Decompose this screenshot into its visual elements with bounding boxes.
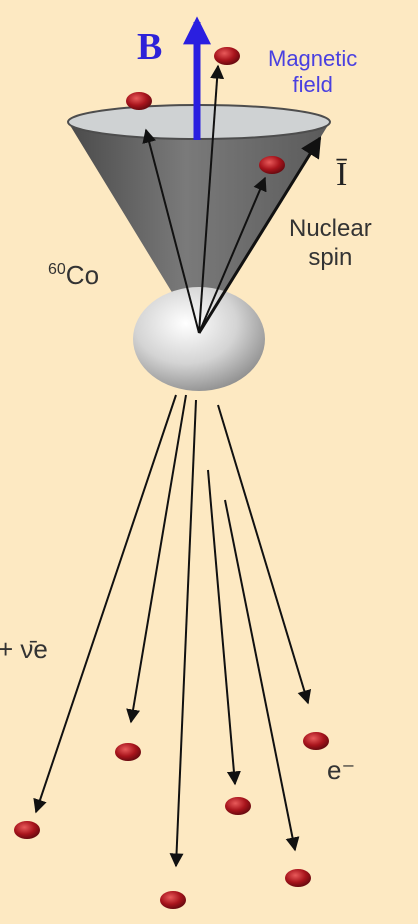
spin-cone [68, 122, 330, 335]
spin-arrow [142, 128, 200, 334]
precessing-particle [259, 156, 285, 174]
emitted-particle [285, 869, 311, 887]
spin-arrow [198, 64, 225, 334]
precessing-particle [126, 92, 152, 110]
spin-symbol: Ī [336, 156, 348, 193]
emitted-particle [115, 743, 141, 761]
emission-arrow [207, 469, 241, 786]
emitted-particle [160, 891, 186, 909]
emission-arrow [224, 499, 300, 852]
emission-arrow [217, 404, 312, 705]
magnetic-field-symbol: B [137, 26, 163, 68]
mass-number: 60 [48, 261, 66, 278]
cobalt-nucleus [133, 287, 265, 391]
spin-arrow [198, 176, 267, 334]
element-symbol: Co [65, 260, 100, 290]
precessing-particle [214, 47, 240, 65]
nuclear-spin-label-line: spin [308, 243, 353, 271]
nuclear-spin-arrow [197, 136, 322, 334]
emission-arrow [126, 394, 187, 724]
cobalt-60-label: 60Co [48, 260, 100, 290]
magnetic-field-label-line: field [292, 72, 333, 98]
magnetic-field-label-line: Magnetic [268, 46, 358, 71]
emission-arrow [169, 399, 197, 868]
emitted-particle [14, 821, 40, 839]
antineutrino-label: + ν̄e [0, 634, 48, 664]
emitted-particle [225, 797, 251, 815]
emission-arrow [33, 394, 177, 814]
nuclear-spin-label-line: Nuclear [289, 215, 372, 242]
emitted-electron [303, 732, 329, 750]
magnetic-field-label: Magnetic field [268, 46, 357, 99]
nuclear-spin-label: Nuclear spin [289, 215, 372, 273]
electron-label: e⁻ [327, 755, 356, 785]
